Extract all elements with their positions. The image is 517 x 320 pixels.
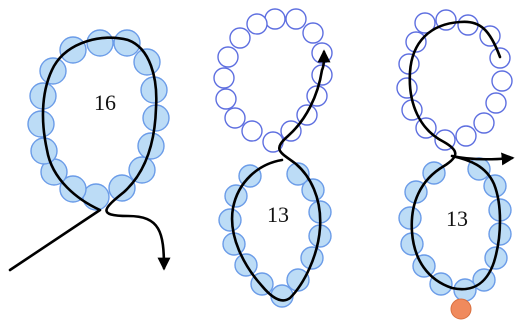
bead xyxy=(456,126,476,146)
bead xyxy=(458,15,478,35)
bead xyxy=(216,89,236,109)
bead xyxy=(486,93,506,113)
bead xyxy=(230,28,250,48)
bead xyxy=(265,9,285,29)
bead xyxy=(219,209,241,231)
bead xyxy=(109,175,135,201)
panel-2-bottom-beads xyxy=(219,163,331,307)
bead-count-label: 13 xyxy=(267,202,289,227)
bead xyxy=(474,113,494,133)
bead xyxy=(134,49,160,75)
panel-3-top-beads xyxy=(397,10,512,150)
bead xyxy=(397,78,417,98)
bead xyxy=(242,121,262,141)
bead xyxy=(492,71,512,91)
bead xyxy=(28,111,54,137)
bead xyxy=(60,37,86,63)
end-bead xyxy=(451,299,471,319)
bead xyxy=(247,14,267,34)
bead xyxy=(312,43,332,63)
bead xyxy=(83,184,109,210)
bead xyxy=(31,138,57,164)
bead xyxy=(214,68,234,88)
bead xyxy=(303,23,323,43)
panel-3: 13 xyxy=(397,10,512,319)
panel-2: 13 xyxy=(214,9,332,307)
panel-2-top-beads xyxy=(214,9,332,152)
panel-1: 16 xyxy=(10,30,169,270)
bead-count-label: 16 xyxy=(94,90,116,115)
bead xyxy=(399,207,421,229)
bead xyxy=(40,58,66,84)
bead xyxy=(225,108,245,128)
bead xyxy=(218,47,238,67)
bead xyxy=(286,9,306,29)
bead-count-label: 13 xyxy=(446,206,468,231)
bead xyxy=(87,30,113,56)
